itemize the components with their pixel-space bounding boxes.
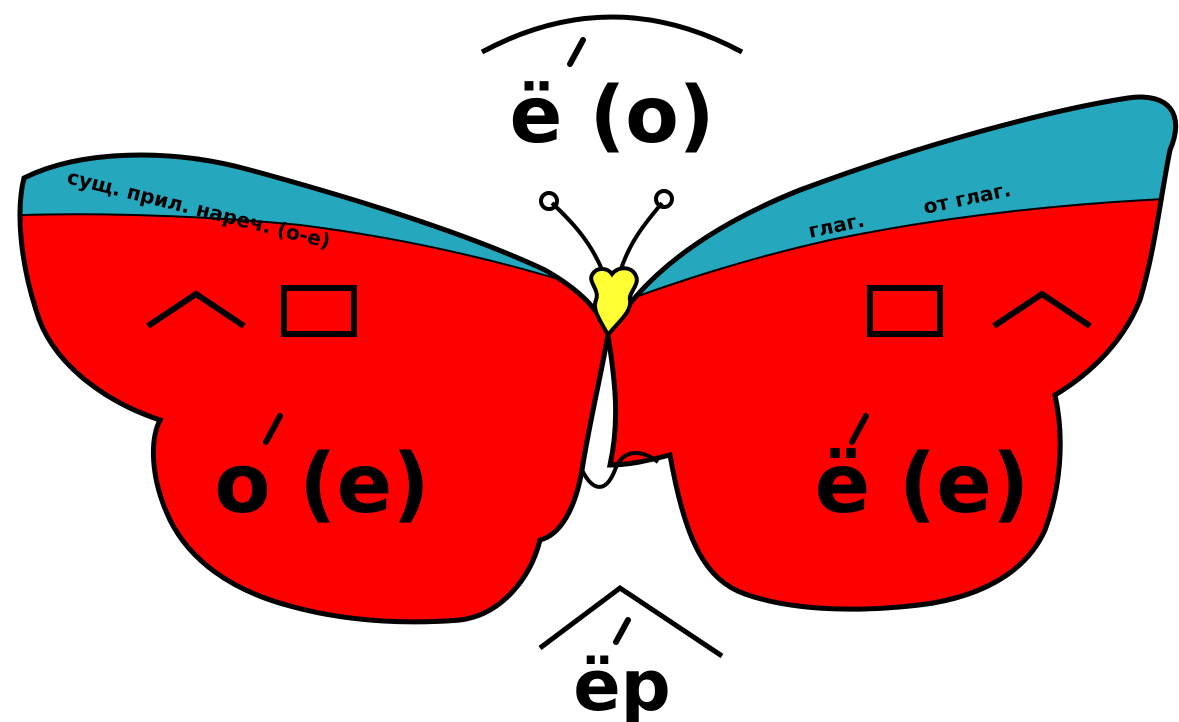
- left-wing-outline: [17, 152, 611, 625]
- left-stress-mark: [263, 413, 283, 445]
- right-wing: глаг. от глаг. ё (е): [605, 94, 1179, 612]
- left-antenna: [550, 201, 605, 273]
- bottom-stress-mark: [613, 617, 631, 645]
- right-big-label: ё (е): [815, 437, 1030, 532]
- top-arc: [480, 14, 744, 55]
- left-wing-band: [20, 155, 608, 300]
- butterfly-head: [589, 266, 639, 339]
- left-antenna-tip: [539, 191, 559, 211]
- right-antenna: [618, 201, 664, 273]
- antennae: [539, 189, 674, 273]
- left-square-symbol: [281, 285, 357, 337]
- right-square-symbol: [867, 285, 943, 337]
- left-big-label: о (е): [214, 437, 429, 532]
- right-roof-symbol: [992, 290, 1092, 329]
- top-label: ё (о): [510, 71, 715, 161]
- right-wing-outline: [605, 94, 1179, 612]
- left-wing: сущ. прил. нареч. (о-е) о (е): [17, 152, 611, 625]
- right-stress-mark: [849, 413, 869, 445]
- bottom-roof-symbol: [538, 584, 724, 659]
- top-stress-mark: [567, 37, 586, 67]
- wing-notch: [580, 451, 660, 489]
- bottom-label: ёр: [573, 645, 671, 722]
- left-roof-symbol: [146, 290, 246, 329]
- right-antenna-tip: [654, 189, 674, 209]
